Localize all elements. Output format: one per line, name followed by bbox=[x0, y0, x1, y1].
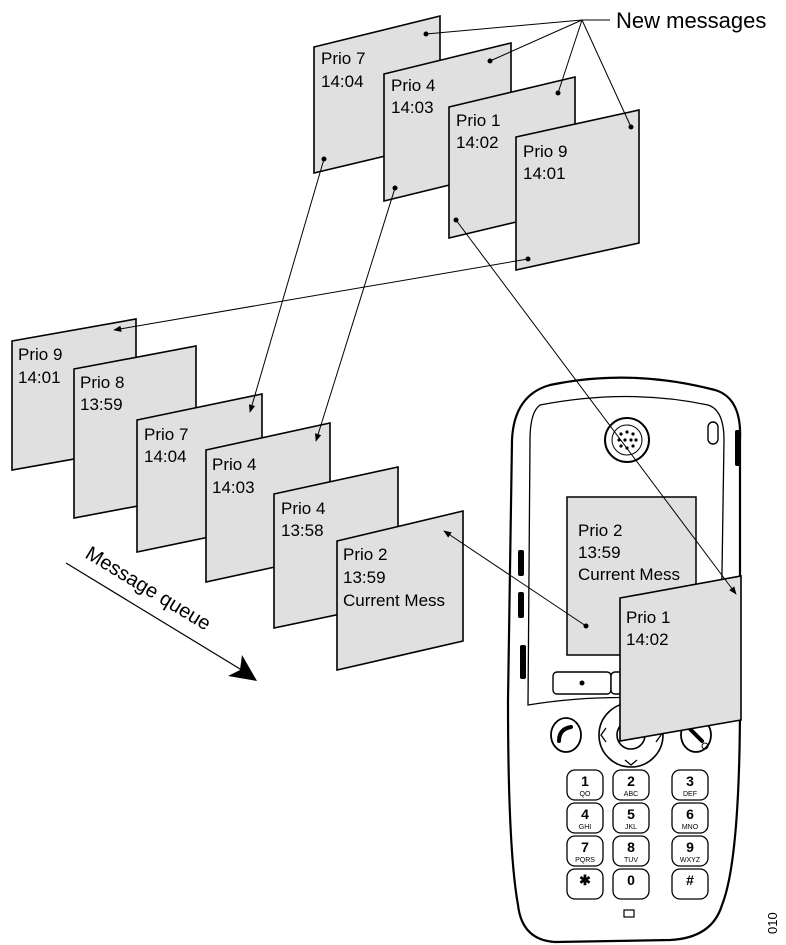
key-letters: QO bbox=[580, 791, 591, 798]
call-button bbox=[550, 717, 582, 753]
key-digit: 4 bbox=[581, 806, 589, 822]
keypad-key: 1QO bbox=[566, 769, 604, 801]
card-time: 13:59 bbox=[343, 568, 386, 587]
key-digit: 8 bbox=[627, 839, 635, 855]
card-prio: Prio 8 bbox=[80, 373, 124, 392]
card-prio: Prio 7 bbox=[144, 425, 188, 444]
key-digit: 2 bbox=[627, 773, 635, 789]
queue-arrowhead bbox=[228, 655, 257, 681]
display-prio: Prio 2 bbox=[578, 521, 622, 540]
arrow-prio1-to-phone bbox=[455, 219, 737, 595]
key-digit: 5 bbox=[627, 806, 635, 822]
arrow-prio9-to-queue bbox=[113, 258, 529, 332]
key-letters: WXYZ bbox=[680, 857, 701, 864]
keypad-key: ✱ bbox=[566, 868, 604, 900]
side-button bbox=[520, 645, 526, 679]
key-letters: TUV bbox=[624, 857, 638, 864]
card-time: 14:03 bbox=[391, 98, 434, 117]
arrow-prio7-to-queue bbox=[248, 158, 325, 413]
key-digit: 3 bbox=[686, 773, 694, 789]
incoming-prio: Prio 1 bbox=[626, 608, 670, 627]
message-queue-label: Message queue bbox=[81, 542, 214, 635]
key-digit: # bbox=[686, 872, 694, 888]
card-prio: Prio 9 bbox=[523, 142, 567, 161]
card-note: Current Mess bbox=[343, 591, 445, 610]
side-button bbox=[518, 550, 524, 576]
card-time: 14:04 bbox=[144, 447, 187, 466]
queue-card-6-current: Prio 2 13:59 Current Mess bbox=[336, 509, 464, 672]
card-prio: Prio 4 bbox=[391, 76, 435, 95]
key-digit: 9 bbox=[686, 839, 694, 855]
card-time: 14:01 bbox=[18, 368, 61, 387]
led-indicator bbox=[707, 421, 719, 445]
key-digit: 7 bbox=[581, 839, 589, 855]
key-digit: 1 bbox=[581, 773, 589, 789]
key-letters: ABC bbox=[624, 791, 638, 798]
key-letters: JKL bbox=[625, 824, 637, 831]
card-prio: Prio 4 bbox=[212, 455, 256, 474]
key-letters: PQRS bbox=[575, 857, 595, 864]
speaker-grille bbox=[604, 417, 650, 463]
message-flow-arrows bbox=[113, 158, 737, 627]
keypad-key: 0 bbox=[612, 868, 650, 900]
figure-code: 010 bbox=[765, 912, 780, 934]
side-button bbox=[518, 592, 524, 618]
key-digit: 6 bbox=[686, 806, 694, 822]
card-time: 13:58 bbox=[281, 521, 324, 540]
key-letters: MNO bbox=[682, 824, 699, 831]
keypad-key: # bbox=[671, 868, 709, 900]
new-message-card-4: Prio 9 14:01 bbox=[515, 109, 640, 271]
card-prio: Prio 2 bbox=[343, 545, 387, 564]
arrow-prio4-to-queue bbox=[315, 187, 396, 442]
key-letters: GHI bbox=[579, 824, 592, 831]
key-digit: ✱ bbox=[579, 872, 591, 888]
card-prio: Prio 7 bbox=[321, 49, 365, 68]
new-messages-leader-lines bbox=[425, 19, 632, 128]
card-time: 13:59 bbox=[80, 395, 123, 414]
side-button bbox=[735, 430, 741, 466]
microphone-slot bbox=[623, 909, 635, 918]
new-messages-label: New messages bbox=[616, 8, 766, 33]
display-note: Current Mess bbox=[578, 565, 680, 584]
card-time: 14:03 bbox=[212, 478, 255, 497]
card-time: 14:02 bbox=[456, 133, 499, 152]
card-time: 14:04 bbox=[321, 72, 364, 91]
incoming-message-card: Prio 1 14:02 bbox=[619, 575, 742, 742]
card-time: 14:01 bbox=[523, 164, 566, 183]
key-digit: 0 bbox=[627, 872, 635, 888]
card-prio: Prio 4 bbox=[281, 499, 325, 518]
display-time: 13:59 bbox=[578, 543, 621, 562]
card-prio: Prio 1 bbox=[456, 111, 500, 130]
card-prio: Prio 9 bbox=[18, 345, 62, 364]
incoming-time: 14:02 bbox=[626, 630, 669, 649]
key-letters: DEF bbox=[683, 791, 697, 798]
arrow-current-to-queue bbox=[443, 530, 587, 627]
